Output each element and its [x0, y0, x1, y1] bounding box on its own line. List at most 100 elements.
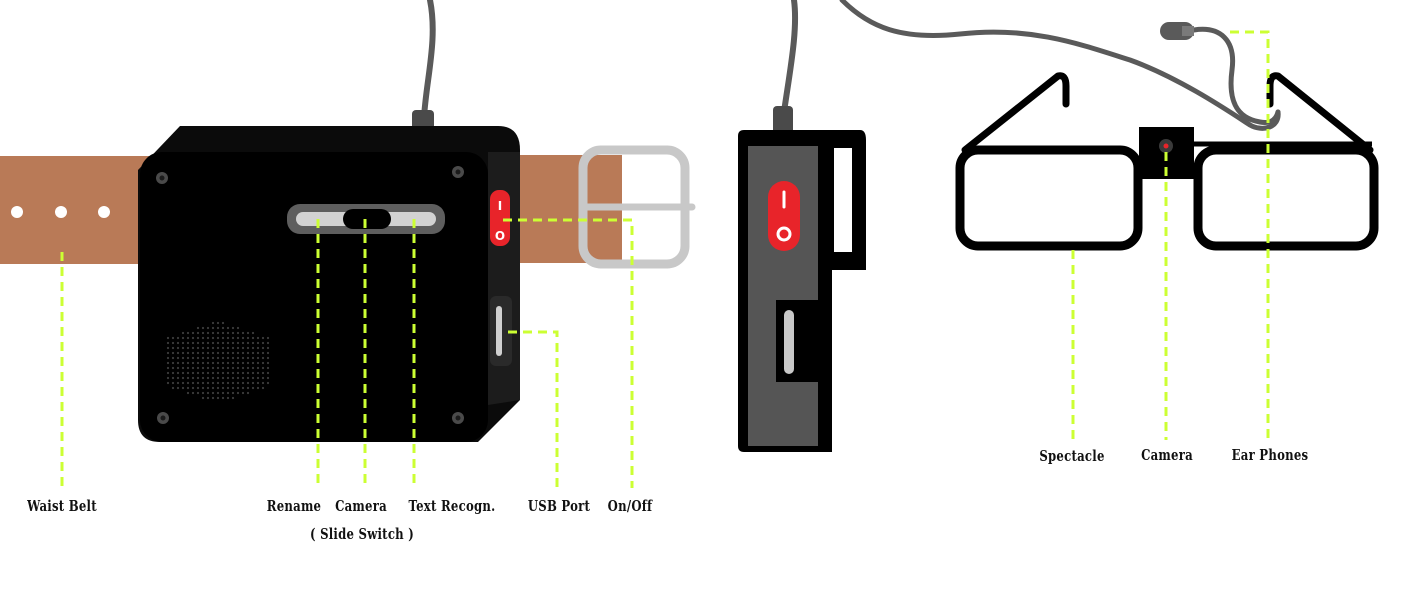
speaker-hole [231, 376, 235, 380]
speaker-hole [201, 361, 205, 365]
speaker-hole [221, 386, 225, 390]
speaker-hole [251, 371, 255, 375]
speaker-hole [241, 361, 245, 365]
glasses-camera-led [1163, 143, 1169, 149]
power-switch[interactable]: I O [490, 190, 510, 246]
speaker-hole [221, 341, 225, 345]
speaker-hole [246, 361, 250, 365]
speaker-hole [231, 371, 235, 375]
speaker-hole [186, 356, 190, 360]
speaker-hole [171, 361, 175, 365]
speaker-hole [251, 351, 255, 355]
speaker-hole [261, 386, 265, 390]
speaker-hole [236, 346, 240, 350]
speaker-hole [196, 326, 200, 330]
speaker-hole [206, 351, 210, 355]
speaker-hole [236, 361, 240, 365]
speaker-hole [261, 336, 265, 340]
screw-icon [452, 166, 464, 178]
speaker-hole [246, 376, 250, 380]
speaker-hole [221, 346, 225, 350]
speaker-hole [256, 351, 260, 355]
speaker-hole [166, 381, 170, 385]
slide-switch-knob[interactable] [343, 209, 391, 229]
speaker-hole [216, 396, 220, 400]
belt-hole [98, 206, 110, 218]
speaker-hole [196, 331, 200, 335]
speaker-hole [206, 326, 210, 330]
device-cable [421, 0, 436, 121]
speaker-hole [206, 341, 210, 345]
speaker-hole [266, 351, 270, 355]
speaker-hole [206, 356, 210, 360]
speaker-hole [181, 361, 185, 365]
screw-icon [156, 172, 168, 184]
speaker-hole [171, 341, 175, 345]
speaker-hole [166, 341, 170, 345]
label-rename: Rename [266, 497, 322, 515]
speaker-hole [226, 381, 230, 385]
speaker-hole [231, 391, 235, 395]
speaker-hole [206, 361, 210, 365]
speaker-hole [241, 351, 245, 355]
speaker-hole [256, 361, 260, 365]
spectacle-temple-left [961, 72, 1070, 154]
speaker-hole [251, 356, 255, 360]
speaker-hole [216, 361, 220, 365]
speaker-hole [186, 341, 190, 345]
label-waist-belt: Waist Belt [27, 497, 97, 515]
speaker-hole [261, 366, 265, 370]
speaker-hole [236, 326, 240, 330]
speaker-hole [261, 371, 265, 375]
speaker-hole [246, 391, 250, 395]
speaker-hole [221, 366, 225, 370]
side-view-connector [773, 106, 793, 136]
speaker-hole [201, 386, 205, 390]
speaker-hole [261, 356, 265, 360]
speaker-hole [236, 381, 240, 385]
speaker-hole [261, 341, 265, 345]
speaker-hole [256, 381, 260, 385]
speaker-hole [191, 366, 195, 370]
speaker-hole [246, 386, 250, 390]
speaker-hole [206, 381, 210, 385]
speaker-hole [246, 346, 250, 350]
speaker-hole [201, 336, 205, 340]
speaker-hole [216, 336, 220, 340]
speaker-hole [186, 331, 190, 335]
speaker-hole [236, 351, 240, 355]
label-ear-phones: Ear Phones [1231, 446, 1309, 464]
speaker-hole [236, 386, 240, 390]
speaker-hole [246, 366, 250, 370]
speaker-hole [166, 361, 170, 365]
label-spectacle: Spectacle [1039, 447, 1105, 465]
speaker-hole [216, 356, 220, 360]
speaker-hole [226, 361, 230, 365]
side-view-power-switch[interactable] [768, 181, 800, 251]
speaker-hole [221, 371, 225, 375]
speaker-hole [206, 371, 210, 375]
speaker-grille [166, 321, 270, 400]
speaker-hole [261, 381, 265, 385]
speaker-hole [231, 366, 235, 370]
speaker-hole [231, 336, 235, 340]
speaker-hole [241, 336, 245, 340]
switch-off-symbol: O [495, 229, 505, 243]
speaker-hole [251, 346, 255, 350]
speaker-hole [216, 371, 220, 375]
speaker-hole [241, 356, 245, 360]
speaker-hole [256, 366, 260, 370]
speaker-hole [211, 381, 215, 385]
speaker-hole [256, 371, 260, 375]
speaker-hole [251, 366, 255, 370]
speaker-hole [201, 341, 205, 345]
usb-port[interactable] [490, 296, 512, 366]
speaker-hole [181, 331, 185, 335]
screw-icon [157, 412, 169, 424]
speaker-hole [221, 376, 225, 380]
spectacles [955, 72, 1379, 251]
speaker-hole [196, 366, 200, 370]
speaker-hole [191, 381, 195, 385]
belt-buckle [578, 145, 696, 269]
speaker-hole [261, 351, 265, 355]
